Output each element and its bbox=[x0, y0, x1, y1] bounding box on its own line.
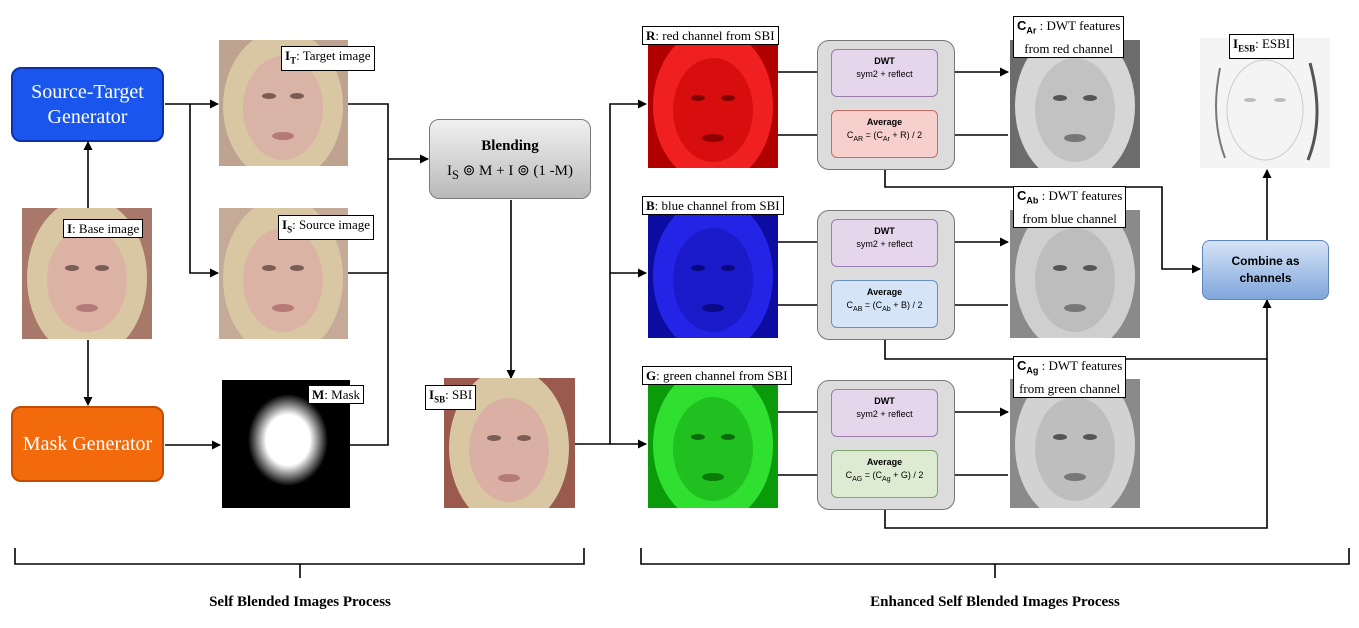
blue-dwt-feature-image bbox=[1010, 210, 1140, 338]
left-section-bracket bbox=[14, 548, 585, 565]
arrow-red-to-combine bbox=[884, 165, 1201, 274]
mask-generator-label: Mask Generator bbox=[22, 432, 153, 455]
target-image-label: IT: Target image bbox=[281, 46, 375, 71]
green-dwt-feature-image bbox=[1010, 379, 1140, 508]
source-image-label: IS: Source image bbox=[278, 215, 375, 240]
r-dwt-op: DWT sym2 + reflect bbox=[831, 49, 938, 97]
base-image-label: I: Base image bbox=[63, 219, 144, 238]
blending-formula: IS ⊚ M + I ⊚ (1 -M) bbox=[447, 163, 573, 182]
g-channel-label: G: green channel from SBI bbox=[642, 366, 792, 385]
g-average-op: Average CAG = (CAg + G) / 2 bbox=[831, 450, 938, 498]
red-dwt-feature-image bbox=[1010, 40, 1140, 168]
sbi-process-title: Self Blended Images Process bbox=[209, 594, 391, 610]
blending-block: Blending IS ⊚ M + I ⊚ (1 -M) bbox=[429, 119, 591, 199]
b-average-op: Average CAB = (CAb + B) / 2 bbox=[831, 280, 938, 328]
mask-generator: Mask Generator bbox=[11, 406, 164, 482]
mask-image-label: M: Mask bbox=[308, 385, 365, 404]
red-channel-image bbox=[648, 40, 778, 168]
combine-label: Combine as channels bbox=[1231, 254, 1300, 285]
green-channel-image bbox=[648, 379, 778, 508]
source-target-generator: Source-Target Generator bbox=[11, 67, 164, 142]
esbi-image bbox=[1200, 38, 1330, 168]
combine-channels-block: Combine as channels bbox=[1202, 240, 1329, 300]
source-target-generator-label: Source-Target Generator bbox=[31, 80, 144, 128]
source-image bbox=[219, 208, 348, 339]
g-dwt-op: DWT sym2 + reflect bbox=[831, 389, 938, 437]
r-average-op: Average CAR = (CAr + R) / 2 bbox=[831, 110, 938, 158]
arrow-collector bbox=[348, 103, 389, 446]
arrow-sbi-to-red bbox=[575, 99, 647, 445]
arrow-stgen-to-source bbox=[189, 104, 219, 278]
b-dwt-op: DWT sym2 + reflect bbox=[831, 219, 938, 267]
r-channel-label: R: red channel from SBI bbox=[642, 26, 779, 45]
b-channel-label: B: blue channel from SBI bbox=[642, 196, 784, 215]
blue-channel-image bbox=[648, 210, 778, 338]
esbi-process-title: Enhanced Self Blended Images Process bbox=[870, 594, 1120, 610]
blending-title: Blending bbox=[481, 138, 539, 154]
esbi-image-label: IESB: ESBI bbox=[1229, 34, 1295, 59]
sbi-image-label: ISB: SBI bbox=[425, 385, 477, 410]
right-section-bracket bbox=[640, 548, 1350, 565]
